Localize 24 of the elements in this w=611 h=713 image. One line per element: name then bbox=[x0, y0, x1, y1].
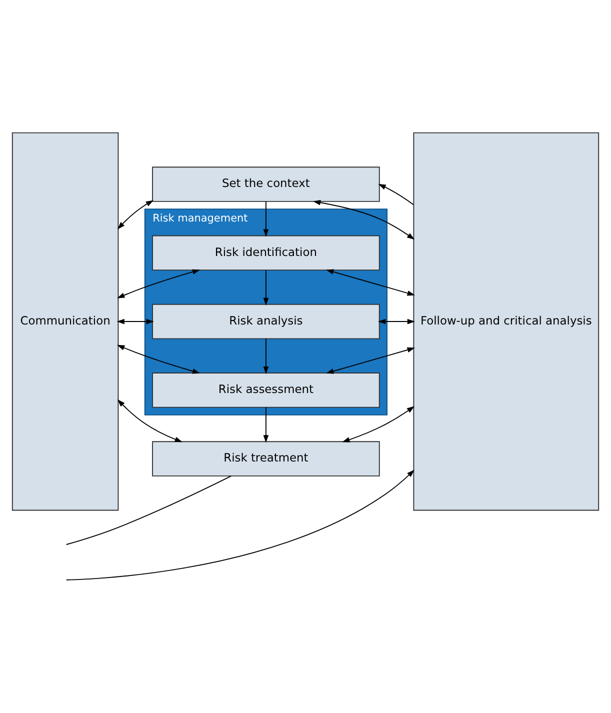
arrow bbox=[312, 200, 415, 240]
arrow bbox=[326, 269, 415, 296]
connector bbox=[66, 476, 232, 546]
node-box: Risk assessment bbox=[152, 372, 380, 408]
arrow bbox=[116, 269, 200, 298]
node-box: Risk analysis bbox=[152, 304, 380, 340]
node-box: Risk identification bbox=[152, 235, 380, 271]
arrow bbox=[116, 344, 200, 374]
arrow bbox=[117, 399, 182, 442]
arrow bbox=[378, 184, 414, 206]
arrow bbox=[263, 338, 269, 374]
node-box: Follow-up and critical analysis bbox=[413, 132, 600, 511]
arrow bbox=[263, 270, 269, 306]
node-box: Communication bbox=[12, 132, 119, 511]
arrow bbox=[342, 406, 415, 442]
arrow bbox=[263, 201, 269, 237]
arrow bbox=[116, 318, 154, 324]
node-box: Set the context bbox=[152, 166, 380, 202]
arrow bbox=[326, 347, 415, 374]
arrow bbox=[378, 318, 416, 324]
arrow bbox=[66, 470, 414, 580]
node-box: Risk treatment bbox=[152, 441, 380, 476]
arrow bbox=[117, 200, 154, 230]
arrow bbox=[263, 406, 269, 443]
